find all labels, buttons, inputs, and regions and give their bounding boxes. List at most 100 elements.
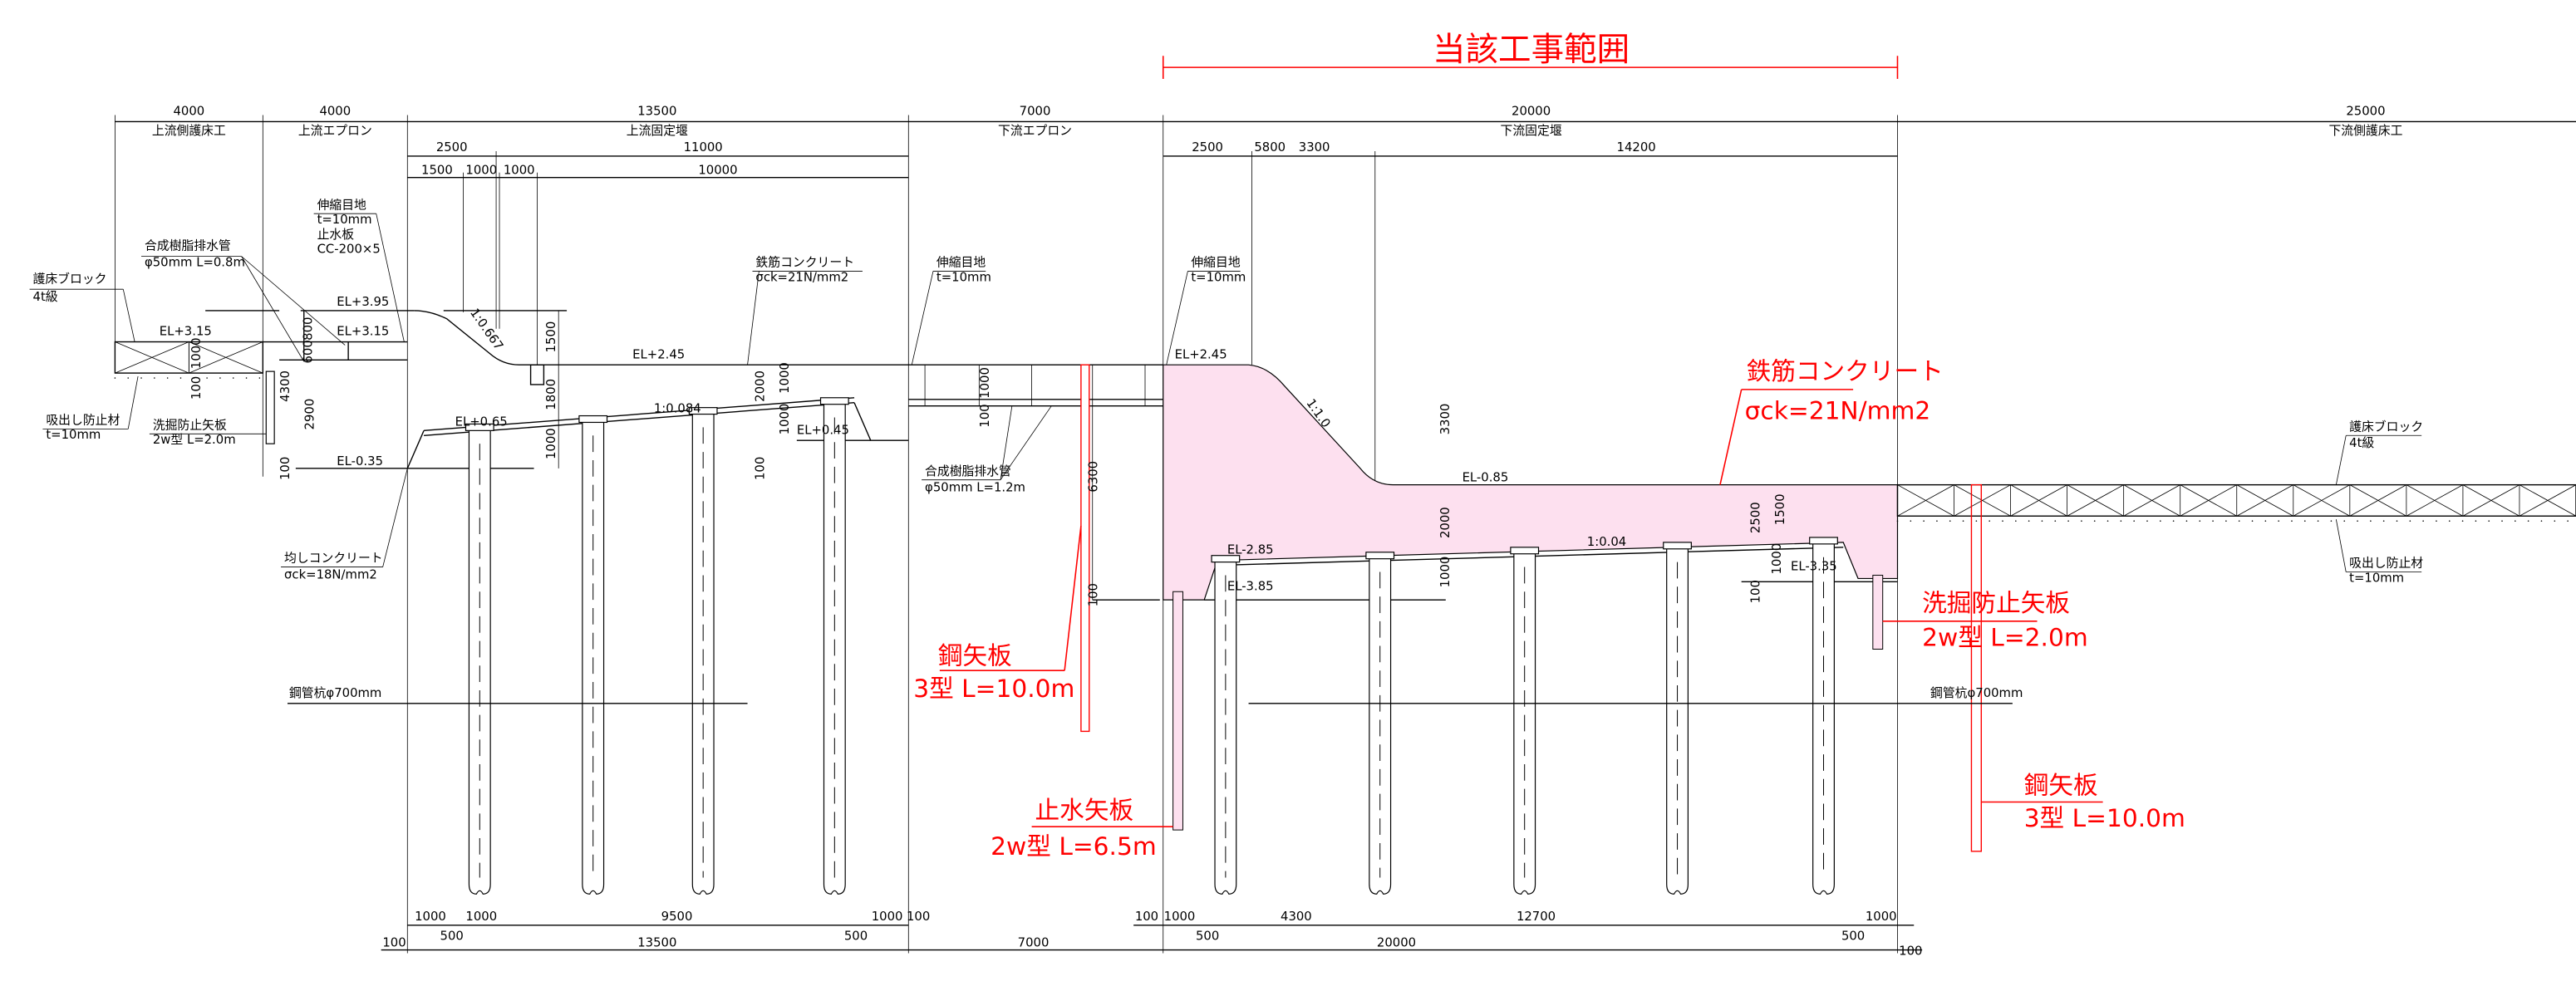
svg-text:1000: 1000 — [1164, 910, 1196, 924]
svg-text:100: 100 — [382, 936, 406, 950]
filter-material-dot — [2160, 520, 2161, 522]
svg-text:2w型 L=2.0m: 2w型 L=2.0m — [1922, 623, 2088, 652]
svg-text:2500: 2500 — [1192, 140, 1223, 155]
scope-title: 当該工事範囲 — [1433, 31, 1630, 69]
filter-material-dot — [2133, 520, 2135, 522]
pile-cap — [1663, 542, 1692, 550]
svg-text:1500: 1500 — [544, 321, 558, 353]
bottom-dim-labels: 1000 1000 9500 1000 100 100 1000 4300 12… — [382, 910, 1922, 959]
filter-material-dot — [2172, 520, 2175, 522]
svg-text:11000: 11000 — [684, 140, 723, 155]
svg-text:鋼管杭φ700mm: 鋼管杭φ700mm — [1930, 686, 2023, 700]
filter-material-dot — [2107, 520, 2109, 522]
svg-text:護床ブロック: 護床ブロック — [33, 271, 107, 286]
svg-text:1500: 1500 — [421, 164, 453, 178]
filter-material-dot — [2291, 520, 2293, 522]
svg-text:鋼矢板: 鋼矢板 — [2024, 771, 2098, 800]
svg-text:鉄筋コンクリート: 鉄筋コンクリート — [755, 256, 854, 270]
filter-material-dot — [2488, 520, 2490, 522]
filter-material-dot — [179, 377, 182, 379]
filter-material-dot — [2567, 520, 2569, 522]
svg-text:100: 100 — [907, 910, 930, 924]
svg-text:1000: 1000 — [1770, 543, 1784, 575]
svg-text:9500: 9500 — [661, 910, 693, 924]
svg-text:EL+0.45: EL+0.45 — [797, 423, 849, 437]
svg-text:3型 L=10.0m: 3型 L=10.0m — [913, 674, 1074, 703]
steel-pipe-piles — [465, 397, 1838, 895]
svg-text:合成樹脂排水管: 合成樹脂排水管 — [145, 239, 231, 253]
filter-material-dot — [2278, 520, 2279, 522]
filter-material-dot — [2212, 520, 2214, 522]
filter-material-dot — [2409, 520, 2411, 522]
filter-material-dot — [245, 377, 248, 379]
svg-text:t=10mm: t=10mm — [46, 428, 101, 442]
svg-text:2000: 2000 — [1438, 507, 1453, 538]
scour-sheet-pile — [1872, 574, 1884, 650]
svg-text:護床ブロック: 護床ブロック — [2349, 419, 2423, 434]
svg-text:100: 100 — [1087, 583, 1101, 606]
filter-material-dot — [2436, 520, 2437, 522]
svg-text:600: 600 — [302, 340, 316, 363]
svg-text:EL+0.65: EL+0.65 — [455, 415, 508, 429]
svg-text:φ50mm L=1.2m: φ50mm L=1.2m — [925, 481, 1025, 495]
svg-text:σck=21N/mm2: σck=21N/mm2 — [1745, 395, 1931, 424]
svg-text:下流エプロン: 下流エプロン — [998, 124, 1072, 138]
svg-text:EL+3.95: EL+3.95 — [337, 295, 389, 309]
filter-material-dot — [206, 377, 208, 379]
filter-material-dot — [2554, 520, 2556, 522]
filter-material-dot — [154, 377, 155, 379]
svg-text:13500: 13500 — [637, 104, 676, 118]
filter-material-dot — [2093, 520, 2096, 522]
svg-text:2900: 2900 — [303, 399, 317, 430]
svg-text:1:0.084: 1:0.084 — [654, 402, 701, 416]
svg-text:13500: 13500 — [637, 936, 676, 950]
filter-material-dot — [2448, 520, 2451, 522]
svg-text:EL+3.15: EL+3.15 — [337, 325, 389, 339]
svg-text:1000: 1000 — [544, 428, 558, 459]
rc-concrete-label: 鉄筋コンクリート — [1747, 356, 1944, 385]
svg-text:CC-200×5: CC-200×5 — [317, 243, 381, 257]
svg-text:4t級: 4t級 — [2349, 436, 2374, 450]
svg-text:500: 500 — [844, 930, 868, 944]
svg-text:φ50mm L=0.8m: φ50mm L=0.8m — [145, 256, 245, 270]
filter-material-dot — [2422, 520, 2424, 522]
svg-text:止水板: 止水板 — [317, 227, 355, 242]
svg-text:1000: 1000 — [778, 362, 792, 394]
svg-text:t=10mm: t=10mm — [1191, 270, 1246, 284]
svg-text:下流側護床工: 下流側護床工 — [2328, 124, 2402, 138]
pile-dim-lines — [287, 703, 2013, 951]
svg-text:3300: 3300 — [1299, 140, 1330, 155]
filter-material-dot — [2475, 520, 2477, 522]
filter-material-dot — [1896, 520, 1899, 522]
pile-cap — [688, 407, 718, 415]
svg-text:3型 L=10.0m: 3型 L=10.0m — [2024, 803, 2185, 832]
svg-text:100: 100 — [1748, 580, 1762, 603]
filter-material-dot — [140, 377, 142, 379]
block-cross — [2349, 484, 2407, 517]
filter-material-dot — [2225, 520, 2227, 522]
block-cross — [2123, 484, 2180, 517]
svg-text:2w型 L=6.5m: 2w型 L=6.5m — [991, 832, 1157, 861]
svg-text:1500: 1500 — [1773, 493, 1787, 525]
svg-text:20000: 20000 — [1377, 936, 1416, 950]
svg-text:EL+3.15: EL+3.15 — [160, 325, 212, 339]
filter-material-dot — [2002, 520, 2003, 522]
cutoff-sheet-pile — [1172, 591, 1183, 831]
pile-cap — [1510, 547, 1540, 555]
svg-text:上流エプロン: 上流エプロン — [298, 124, 372, 138]
filter-material-dot — [2370, 520, 2372, 522]
svg-text:EL-0.35: EL-0.35 — [337, 454, 383, 469]
filter-material-dot — [114, 377, 116, 379]
filter-material-dot — [1910, 520, 1912, 522]
block-cross — [2236, 484, 2293, 517]
pile-cap — [465, 423, 494, 431]
svg-text:25000: 25000 — [2346, 104, 2385, 118]
svg-text:500: 500 — [1841, 930, 1865, 944]
filter-material-dot — [2461, 520, 2464, 522]
svg-text:1000: 1000 — [465, 910, 497, 924]
filter-material-dot — [2251, 520, 2254, 522]
svg-text:上流側護床工: 上流側護床工 — [152, 124, 226, 138]
filter-material-dot — [2146, 520, 2148, 522]
filter-material-dot — [2015, 520, 2017, 522]
